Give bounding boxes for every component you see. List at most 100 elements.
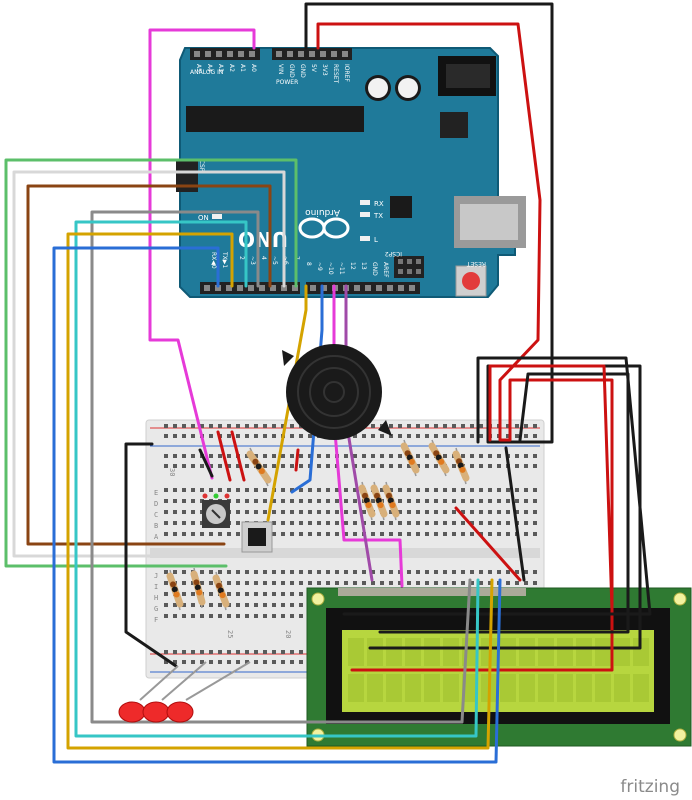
breadboard-hole [470,521,474,525]
lcd-cell [443,638,459,666]
breadboard-hole [371,464,375,468]
breadboard-hole [209,434,213,438]
breadboard-hole [281,464,285,468]
breadboard-hole [425,424,429,428]
breadboard-hole [218,424,222,428]
breadboard-hole [182,650,186,654]
breadboard-hole [416,464,420,468]
breadboard-hole [164,499,168,503]
breadboard-hole [398,464,402,468]
lcd-cell [538,674,554,702]
breadboard-hole [200,581,204,585]
breadboard-hole [326,532,330,536]
breadboard-hole [524,499,528,503]
breadboard-hole [191,510,195,514]
breadboard-hole [245,592,249,596]
breadboard-hole [281,570,285,574]
breadboard-hole [173,603,177,607]
breadboard-hole [461,499,465,503]
reset-button[interactable] [455,265,487,297]
breadboard-hole [236,650,240,654]
resistor [452,447,470,485]
breadboard-hole [254,592,258,596]
breadboard-hole [164,434,168,438]
digital-pin-label: 4 [260,256,267,260]
breadboard-hole [245,614,249,618]
tactile-pushbutton[interactable] [241,521,273,553]
breadboard-hole [245,510,249,514]
breadboard-hole [299,434,303,438]
breadboard-hole [263,581,267,585]
breadboard-hole [461,521,465,525]
breadboard-hole [326,521,330,525]
breadboard-hole [488,581,492,585]
row-letter: A [154,533,159,541]
breadboard-hole [380,488,384,492]
breadboard-hole [236,603,240,607]
breadboard-hole [470,581,474,585]
breadboard-hole [218,532,222,536]
breadboard-hole [416,532,420,536]
breadboard-hole [488,464,492,468]
breadboard-hole [326,499,330,503]
breadboard-hole [425,488,429,492]
breadboard-hole [272,570,276,574]
analog-header-label: ANALOG IN [190,69,223,76]
breadboard-hole [281,510,285,514]
breadboard-hole [470,424,474,428]
wire-red-lcd [488,364,614,612]
breadboard-hole [506,510,510,514]
lcd-cell [405,674,421,702]
lcd-cell [386,674,402,702]
breadboard-hole [173,434,177,438]
breadboard-hole [299,570,303,574]
breadboard-hole [182,581,186,585]
row-letter: F [154,616,158,624]
lcd-cell [538,638,554,666]
breadboard-hole [227,488,231,492]
wire-black-lcd-2 [342,356,652,616]
row-letter: B [154,522,158,530]
resistor [166,569,184,611]
breadboard-hole [191,650,195,654]
breadboard-hole [362,454,366,458]
breadboard-hole [200,464,204,468]
breadboard-hole [164,570,168,574]
breadboard-hole [470,454,474,458]
breadboard-hole [470,488,474,492]
breadboard-hole [290,521,294,525]
breadboard-hole [173,660,177,664]
row-letter: E [154,489,158,497]
breadboard-hole [236,510,240,514]
resistors [166,439,470,611]
breadboard-hole [335,581,339,585]
breadboard-hole [407,488,411,492]
breadboard-hole [173,464,177,468]
breadboard-hole [182,434,186,438]
breadboard-hole [470,510,474,514]
breadboard-hole [371,570,375,574]
digital-pin-label: RX◀0 [210,252,217,269]
breadboard-hole [272,464,276,468]
breadboard-hole [461,510,465,514]
resistor [246,447,272,487]
breadboard-hole [245,603,249,607]
lcd-cell [519,638,535,666]
breadboard-hole [515,581,519,585]
breadboard-hole [425,434,429,438]
lcd-cell [576,638,592,666]
breadboard-hole [290,570,294,574]
column-number: 20 [284,630,292,638]
breadboard-hole [263,510,267,514]
breadboard-hole [164,488,168,492]
breadboard-hole [164,424,168,428]
breadboard-hole [299,603,303,607]
led-label-tx: TX [373,212,383,220]
breadboard-hole [236,488,240,492]
breadboard-hole [416,454,420,458]
digital-pin-label: 8 [305,262,312,266]
breadboard-hole [281,614,285,618]
breadboard-hole [497,464,501,468]
breadboard-hole [407,570,411,574]
breadboard-hole [434,464,438,468]
